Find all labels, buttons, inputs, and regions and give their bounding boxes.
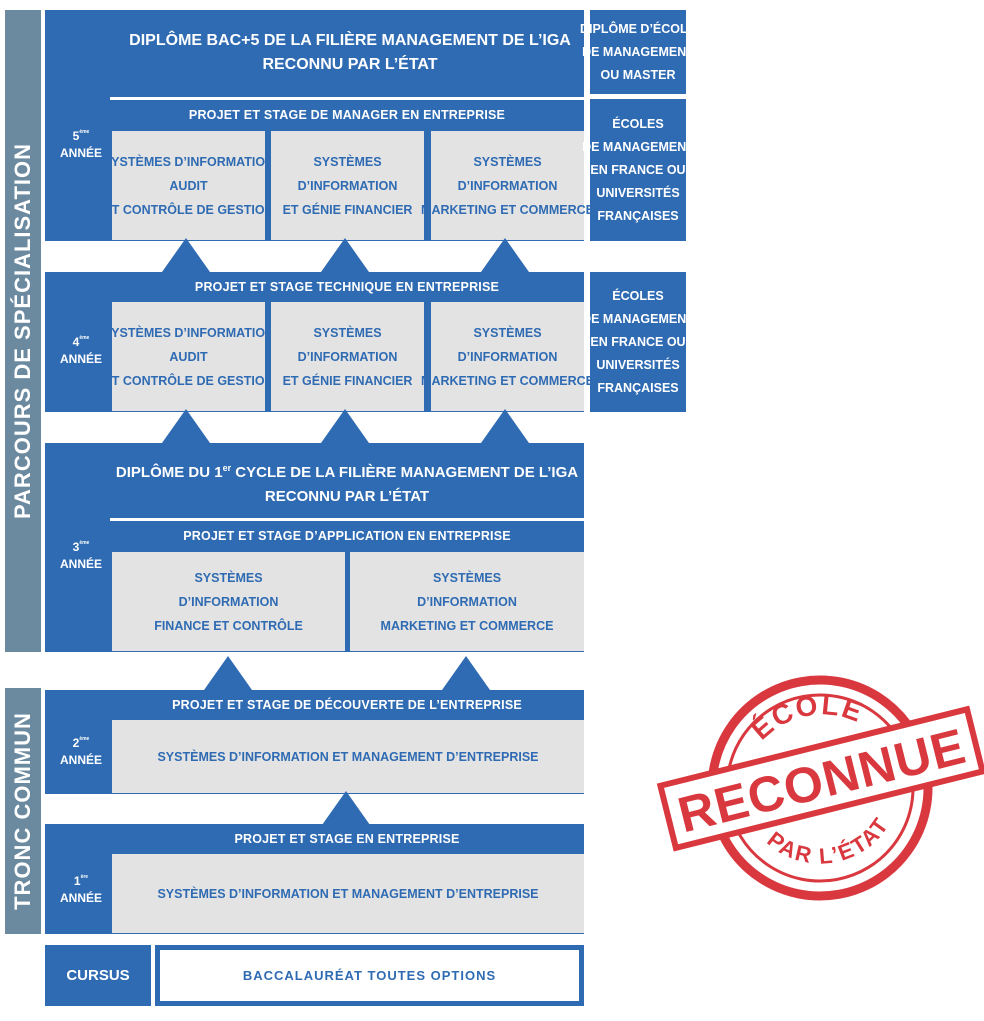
year5-project-bar: PROJET ET STAGE DE MANAGER EN ENTREPRISE — [188, 108, 506, 122]
year3-project-bar: PROJET ET STAGE D’APPLICATION EN ENTREPR… — [183, 529, 511, 543]
arrow-up — [322, 791, 370, 825]
side-label-tronc-commun: TRONC COMMUN — [5, 688, 41, 934]
year1-cell: SYSTÈMES D’INFORMATION ET MANAGEMENT D’E… — [112, 854, 584, 933]
arrow-up — [321, 238, 369, 272]
year5-label: 5ème ANNÉE — [59, 129, 102, 160]
ecole-reconnue-stamp: ÉCOLE PAR L’ÉTAT RECONNUE — [656, 675, 984, 901]
year5-title: DIPLÔME BAC+5 DE LA FILIÈRE MANAGEMENT D… — [129, 32, 571, 73]
year5-divider — [110, 97, 584, 100]
arrow-up — [481, 409, 529, 443]
side-label-specialisation: PARCOURS DE SPÉCIALISATION — [5, 10, 41, 652]
year4-project-bar: PROJET ET STAGE TECHNIQUE EN ENTREPRISE — [194, 280, 500, 294]
arrow-up — [162, 238, 210, 272]
cursus-label: CURSUS — [45, 945, 151, 1006]
year3-title: DIPLÔME DU 1er CYCLE DE LA FILIÈRE MANAG… — [115, 462, 579, 505]
stamp-main-text: RECONNUE — [672, 718, 971, 843]
year1-label: 1ère ANNÉE — [59, 874, 102, 905]
arrow-up — [481, 238, 529, 272]
arrow-up — [442, 656, 490, 690]
year4-label: 4ème ANNÉE — [59, 335, 102, 366]
year3-label: 3ème ANNÉE — [59, 540, 102, 571]
year2-cell: SYSTÈMES D’INFORMATION ET MANAGEMENT D’E… — [112, 720, 584, 793]
year2-label: 2ème ANNÉE — [59, 736, 102, 767]
arrow-up — [162, 409, 210, 443]
arrow-up — [204, 656, 252, 690]
year1-project-bar: PROJET ET STAGE EN ENTREPRISE — [234, 832, 460, 846]
cursus-value: BACCALAURÉAT TOUTES OPTIONS — [160, 950, 579, 1001]
year2-project-bar: PROJET ET STAGE DE DÉCOUVERTE DE L’ENTRE… — [172, 698, 522, 712]
arrow-up — [321, 409, 369, 443]
year3-divider — [110, 518, 584, 521]
